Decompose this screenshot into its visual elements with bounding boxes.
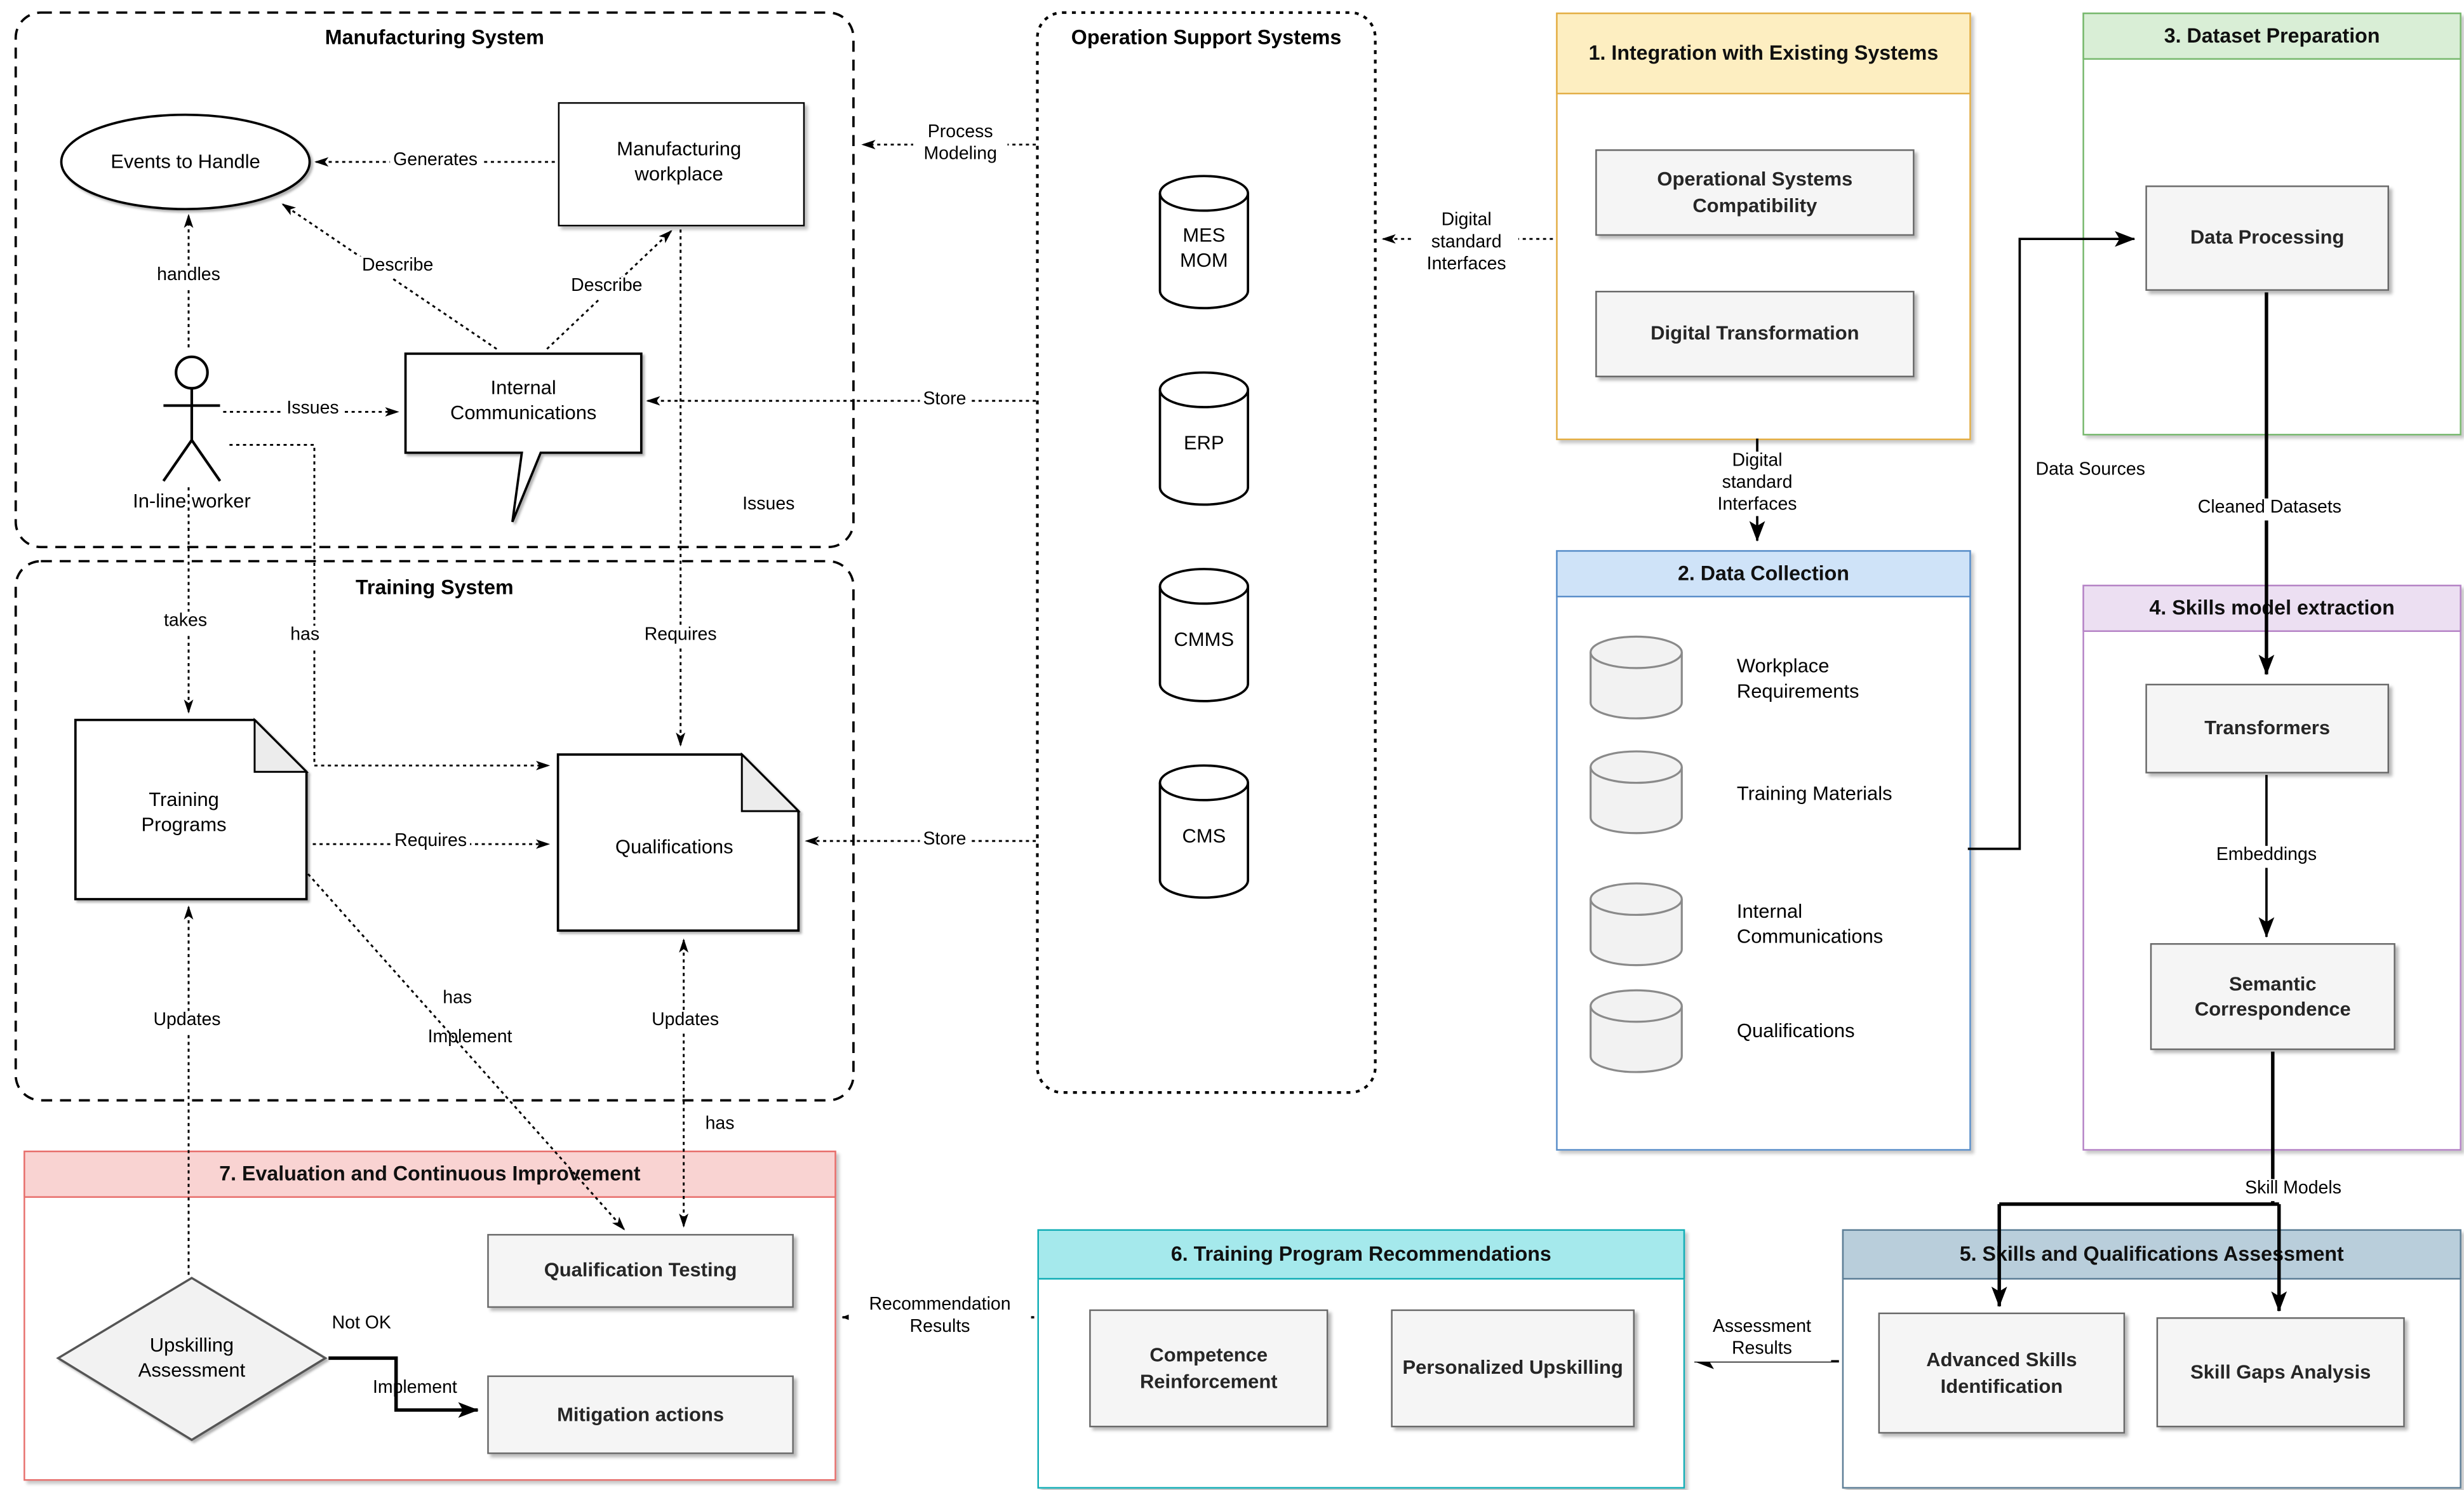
manufacturing-system-boundary <box>14 11 855 549</box>
training-system-title: Training System <box>356 575 514 599</box>
step-2-header: 2. Data Collection <box>1556 550 1971 598</box>
edge-label-implement-diag: Implement <box>427 1028 512 1047</box>
edge-label-describe-events: Describe <box>359 256 437 278</box>
erp-label: ERP <box>1184 432 1224 454</box>
edge-label-process-modeling: Process Modeling <box>913 123 1008 166</box>
edge-label-implement-bottom: Implement <box>372 1378 457 1398</box>
edge-label-cleaned-datasets: Cleaned Datasets <box>2194 498 2345 520</box>
edge-label-handles: handles <box>154 265 224 288</box>
oss-title: Operation Support Systems <box>1071 25 1342 49</box>
workplace-requirements-label: Workplace Requirements <box>1736 655 1859 703</box>
node-transformers: Transformers <box>2145 683 2389 774</box>
cmms-label: CMMS <box>1174 628 1235 651</box>
cms-label: CMS <box>1182 825 1226 847</box>
edge-label-digital-standard-interfaces-down: Digital standard Interfaces <box>1705 452 1809 517</box>
internal-communications-data-label: Internal Communications <box>1736 900 1884 948</box>
edge-label-assessment-results: Assessment Results <box>1692 1317 1831 1361</box>
edge-label-store-bottom: Store <box>920 830 970 852</box>
internal-communications-label: Internal Communications <box>450 377 597 425</box>
training-materials-label: Training Materials <box>1736 782 1892 805</box>
node-mitigation-actions: Mitigation actions <box>487 1375 794 1454</box>
edge-label-embeddings: Embeddings <box>2213 845 2320 868</box>
edge-label-has-worker: has <box>287 626 323 648</box>
edge-label-updates-right: Updates <box>648 1010 723 1033</box>
edge-label-updates-left: Updates <box>150 1010 224 1033</box>
edge-label-generates: Generates <box>390 151 481 173</box>
step-1-header: 1. Integration with Existing Systems <box>1556 12 1971 95</box>
node-skill-gaps-analysis: Skill Gaps Analysis <box>2156 1317 2405 1428</box>
oss-boundary <box>1036 11 1377 1094</box>
node-qualification-testing: Qualification Testing <box>487 1233 794 1308</box>
edge-label-skill-models: Skill Models <box>2242 1179 2345 1201</box>
edge-label-issues-right: Issues <box>742 495 795 514</box>
edge-label-recommendation-results: Recommendation Results <box>848 1295 1031 1339</box>
qualifications-label: Qualifications <box>615 836 733 859</box>
qualifications-data-label: Qualifications <box>1736 1019 1855 1042</box>
manufacturing-workplace-label: Manufacturing workplace <box>617 138 742 186</box>
node-competence-reinforcement: Competence Reinforcement <box>1089 1309 1329 1428</box>
step-4-skills-model-extraction: 4. Skills model extraction <box>2082 584 2461 1151</box>
upskilling-assessment-label: Upskilling Assessment <box>138 1334 246 1382</box>
events-to-handle-label: Events to Handle <box>110 151 260 173</box>
node-semantic-correspondence: Semantic Correspondence <box>2150 943 2395 1050</box>
edge-label-takes: takes <box>161 612 211 634</box>
step-7-header: 7. Evaluation and Continuous Improvement <box>23 1150 836 1198</box>
step-3-header: 3. Dataset Preparation <box>2082 12 2461 60</box>
edge-label-digital-standard-interfaces-left: Digital standard Interfaces <box>1414 211 1518 276</box>
edge-label-requires-programs: Requires <box>391 831 471 854</box>
node-digital-transformation: Digital Transformation <box>1595 290 1915 377</box>
step-2-data-collection: 2. Data Collection <box>1556 550 1971 1151</box>
step-4-header: 4. Skills model extraction <box>2082 584 2461 632</box>
inline-worker-actor <box>162 355 222 482</box>
edge-label-data-sources: Data Sources <box>2032 460 2148 483</box>
edge-label-describe-workplace: Describe <box>568 276 646 299</box>
mes-mom-label: MES MOM <box>1180 224 1228 272</box>
edge-label-issues-worker: Issues <box>283 399 342 422</box>
edge-label-requires-workplace: Requires <box>641 626 720 648</box>
inline-worker-label: In-line worker <box>133 490 251 513</box>
step-6-header: 6. Training Program Recommendations <box>1037 1229 1685 1280</box>
training-programs-label: Training Programs <box>141 788 227 836</box>
node-advanced-skills-identification: Advanced Skills Identification <box>1878 1312 2126 1434</box>
edge-label-not-ok: Not OK <box>331 1314 391 1334</box>
edge-label-store-top: Store <box>920 390 970 412</box>
step-5-header: 5. Skills and Qualifications Assessment <box>1842 1229 2461 1280</box>
node-operational-systems-compatibility: Operational Systems Compatibility <box>1595 149 1915 236</box>
edge-label-has-qt: has <box>705 1115 735 1134</box>
edge-label-has-diag: has <box>443 989 472 1008</box>
node-data-processing: Data Processing <box>2145 185 2389 291</box>
node-personalized-upskilling: Personalized Upskilling <box>1391 1309 1635 1428</box>
manufacturing-system-title: Manufacturing System <box>325 25 544 49</box>
